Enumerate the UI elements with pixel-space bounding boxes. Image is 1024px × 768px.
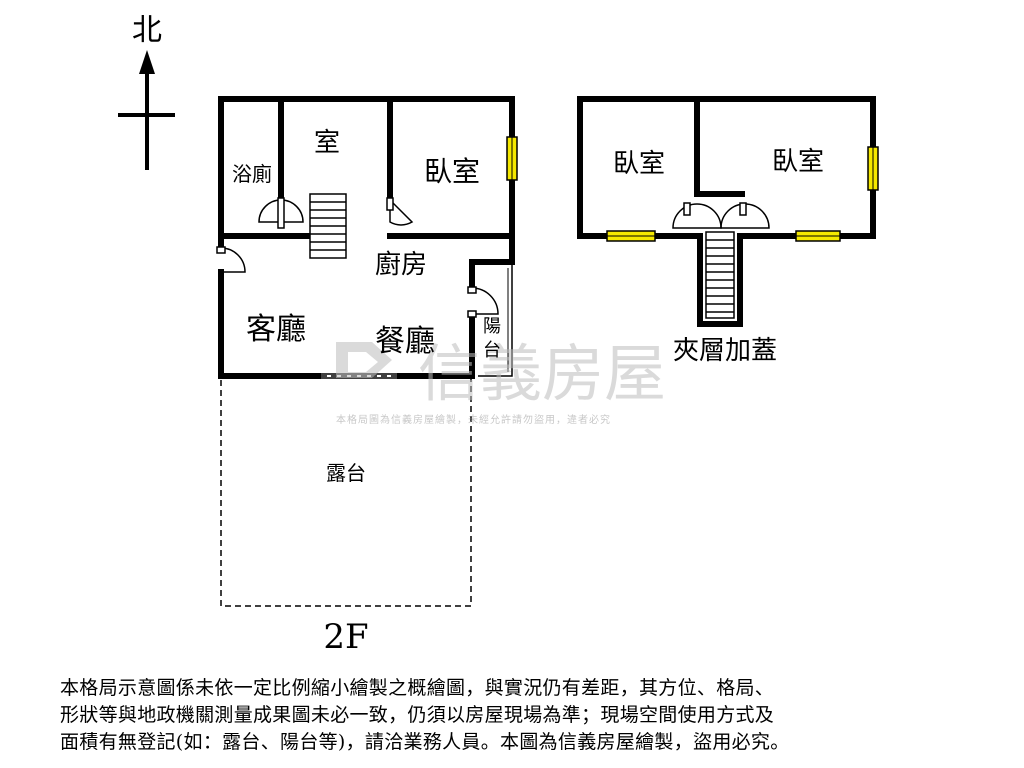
stairs-main: [309, 193, 347, 259]
room-label-mezz-bedroom-right: 臥室: [772, 147, 824, 177]
room-label-bath: 浴廁: [232, 162, 272, 186]
watermark: 信義房屋 本格局圖為信義房屋繪製，未經允許請勿盜用，違者必究: [336, 337, 666, 426]
floor-plan: 北: [118, 13, 879, 657]
room-label-room-top: 室: [314, 128, 340, 158]
windows-mezz: [606, 146, 879, 242]
brand-logo-icon: [336, 342, 392, 378]
floor-label: 2F: [323, 617, 368, 657]
mezzanine-title: 夾層加蓋: [673, 336, 777, 366]
room-label-balcony-1: 陽: [483, 316, 501, 337]
room-label-mezz-bedroom-left: 臥室: [613, 149, 665, 179]
window-main: [506, 136, 518, 181]
north-label: 北: [132, 13, 162, 48]
room-label-kitchen: 廚房: [375, 250, 427, 280]
room-label-living: 客廳: [246, 312, 306, 347]
main-floor-walls: [218, 96, 515, 379]
disclaimer-line: 面積有無登記(如：露台、陽台等)，請洽業務人員。本圖為信義房屋繪製，盜用必究。: [60, 731, 790, 753]
watermark-notice: 本格局圖為信義房屋繪製，未經允許請勿盜用，違者必究: [336, 413, 611, 426]
north-arrow-icon: [139, 50, 155, 74]
disclaimer: 本格局示意圖係未依一定比例縮小繪製之概繪圖，與實況仍有差距，其方位、格局、 形狀…: [60, 675, 980, 756]
door-swings: [216, 197, 499, 318]
disclaimer-line: 形狀等與地政機關測量成果圖未必一致，仍須以房屋現場為準；現場空間使用方式及: [60, 704, 775, 726]
room-label-dining: 餐廳: [375, 324, 435, 359]
stairs-mezz: [705, 231, 735, 319]
terrace-outline: [220, 375, 472, 607]
disclaimer-line: 本格局示意圖係未依一定比例縮小繪製之概繪圖，與實況仍有差距，其方位、格局、: [60, 677, 775, 699]
room-label-terrace: 露台: [326, 461, 366, 485]
watermark-brand: 信義房屋: [418, 337, 666, 410]
north-compass: 北: [118, 13, 175, 170]
mezzanine-walls: [577, 96, 876, 327]
door-swings-mezz: [672, 202, 770, 229]
room-label-balcony-2: 台: [483, 340, 501, 361]
room-label-bedroom-main: 臥室: [424, 155, 480, 188]
